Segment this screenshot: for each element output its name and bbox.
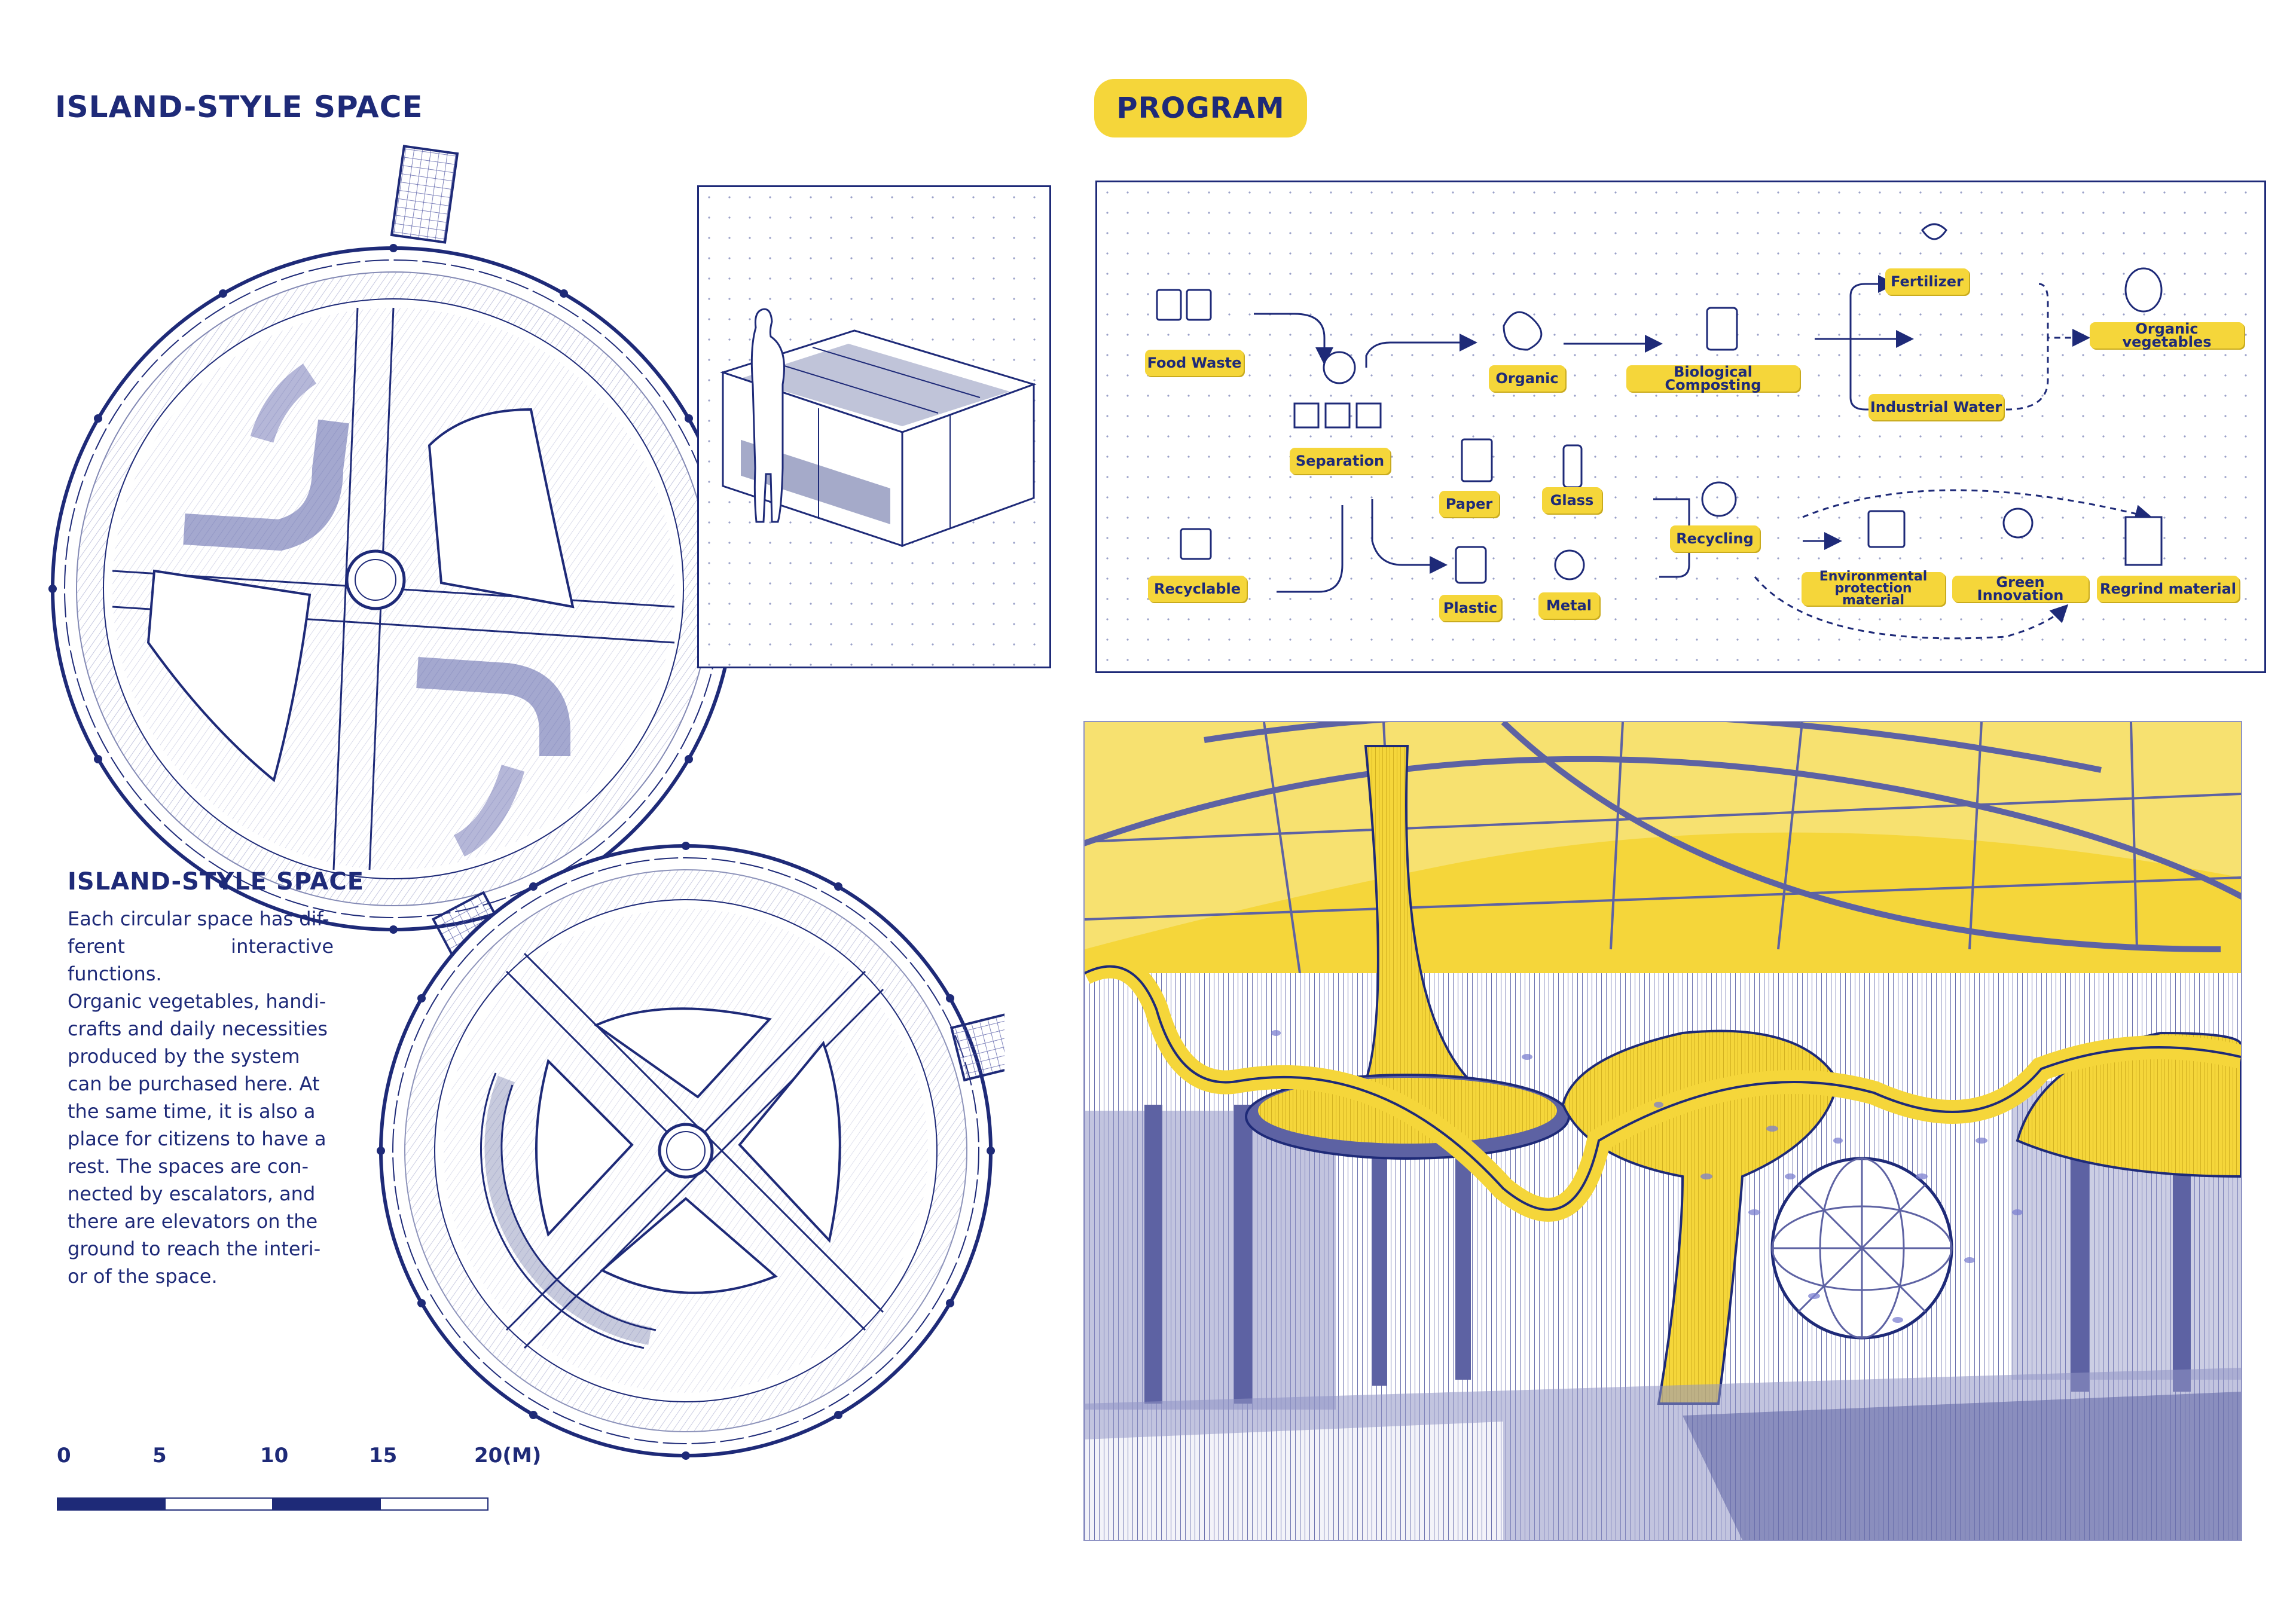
description-line: ferent interactive functions. <box>68 935 334 985</box>
program-flow-arrows <box>1156 223 2163 640</box>
node-separation: Separation <box>1290 448 1390 474</box>
node-fertilizer: Fertilizer <box>1885 268 1969 295</box>
scale-segment <box>164 1497 273 1511</box>
node-industrial-water: Industrial Water <box>1868 394 2004 420</box>
node-organic-vegetables: Organic vegetables <box>2090 322 2244 349</box>
description-line: produced by the system <box>68 1045 300 1068</box>
description-line: rest. The spaces are con- <box>68 1155 309 1178</box>
node-green-innovation: Green Innovation <box>1952 575 2089 603</box>
plan-title: ISLAND-STYLE SPACE <box>55 90 423 124</box>
icon-group <box>1156 223 2163 584</box>
node-recyclable: Recyclable <box>1148 576 1247 602</box>
scale-label: 15 <box>369 1444 398 1468</box>
scale-label: 0 <box>57 1444 71 1468</box>
scale-segment <box>272 1497 381 1511</box>
scale-label: 20(M) <box>474 1444 542 1468</box>
description-line: Each circular space has dif- <box>68 907 329 930</box>
node-paper: Paper <box>1439 491 1499 517</box>
top-island <box>48 244 738 934</box>
node-regrind-material: Regrind material <box>2097 576 2239 602</box>
description-line: ground to reach the interi- <box>68 1237 321 1260</box>
stall-sketch <box>720 308 1037 548</box>
node-plastic: Plastic <box>1439 595 1501 621</box>
node-organic: Organic <box>1489 365 1565 392</box>
description-line: Organic vegetables, handi- <box>68 990 326 1013</box>
interior-render-drawing <box>1085 722 2241 1540</box>
node-recycling: Recycling <box>1670 525 1760 552</box>
market-stall-illustration <box>697 185 1051 668</box>
interior-render <box>1083 721 2242 1541</box>
scale-label: 10 <box>260 1444 289 1468</box>
scale-bar: 0 5 10 15 20(M) <box>57 1438 541 1515</box>
scale-label: 5 <box>152 1444 167 1468</box>
node-environmental-line-1: Environmental <box>1819 569 1928 584</box>
description-heading: ISLAND-STYLE SPACE <box>68 868 365 895</box>
description-line: the same time, it is also a <box>68 1100 316 1123</box>
program-title: PROGRAM <box>1094 79 1307 137</box>
node-food-waste: Food Waste <box>1145 350 1244 376</box>
description-line: can be purchased here. At <box>68 1072 320 1095</box>
node-metal: Metal <box>1538 592 1599 619</box>
node-environmental-protection: Environmental protection material <box>1802 569 1945 608</box>
description-line: crafts and daily necessities <box>68 1017 328 1040</box>
description-body: Each circular space has dif- ferent inte… <box>68 905 334 1290</box>
description-line: or of the space. <box>68 1265 218 1288</box>
node-biological-composting: Biological Composting <box>1626 365 1800 392</box>
description-line: nected by escalators, and <box>68 1182 316 1205</box>
scale-segment <box>57 1497 166 1511</box>
description-line: there are elevators on the <box>68 1210 318 1233</box>
program-diagram: Food Waste Recyclable Separation Organic… <box>1095 181 2266 673</box>
node-glass: Glass <box>1542 487 1602 514</box>
floor-plan-drawing <box>48 145 1004 1460</box>
scale-segment <box>380 1497 488 1511</box>
node-environmental-line-2: protection material <box>1834 581 1912 608</box>
description-line: place for citizens to have a <box>68 1127 326 1150</box>
bottom-island <box>377 842 995 1460</box>
